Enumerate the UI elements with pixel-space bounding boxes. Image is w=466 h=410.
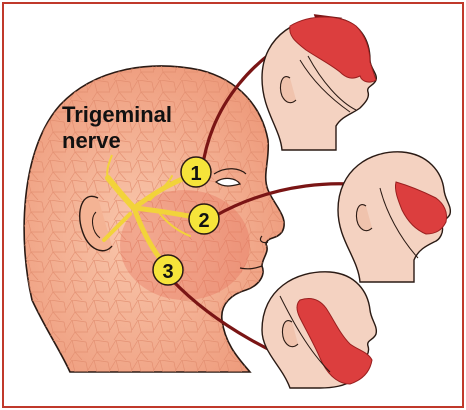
title-line-2: nerve [62,128,121,153]
badge-branch-1: 1 [181,157,211,187]
badge-branch-2: 2 [189,204,219,234]
title-line-1: Trigeminal [62,102,172,127]
badge-branch-3: 3 [153,255,183,285]
svg-text:3: 3 [162,261,173,283]
svg-text:2: 2 [198,210,209,232]
svg-text:1: 1 [190,163,201,185]
